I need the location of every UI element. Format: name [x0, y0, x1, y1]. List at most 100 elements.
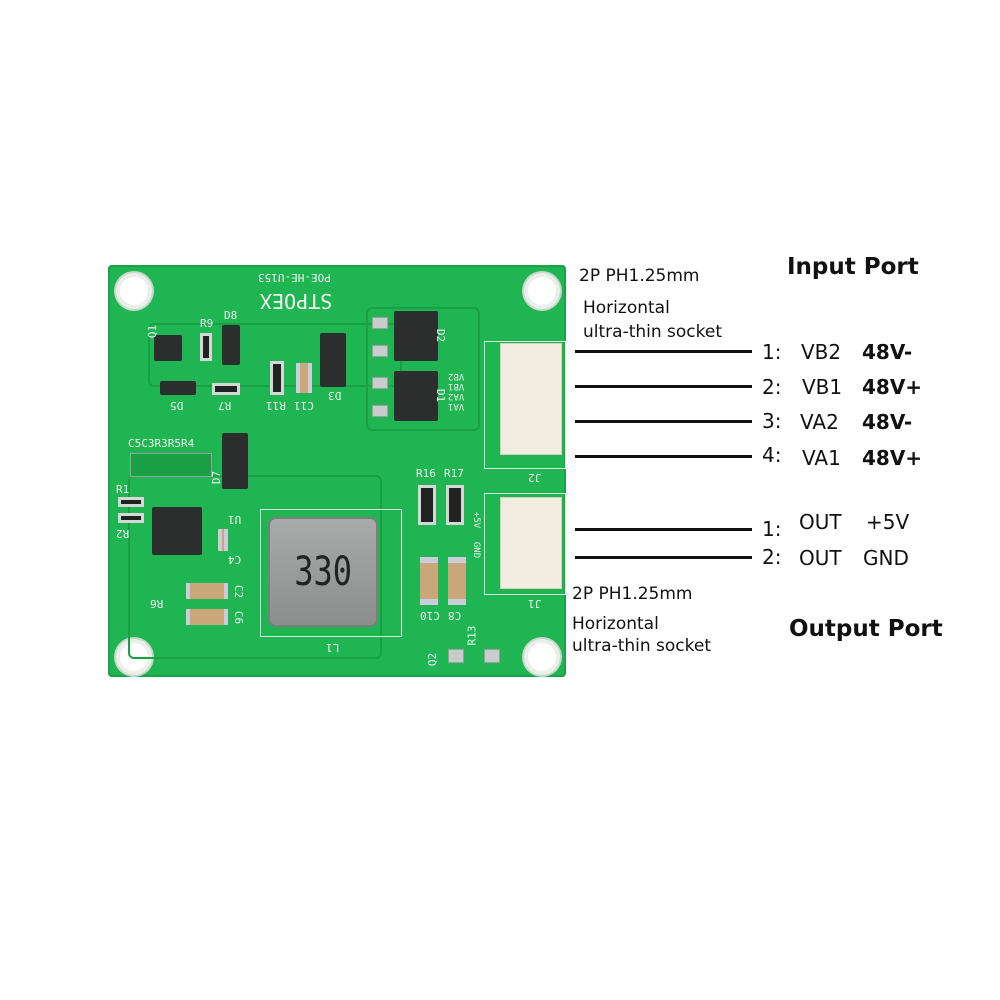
- pad: [372, 405, 388, 417]
- diode-d7: [222, 433, 248, 489]
- label-c2: C2: [232, 584, 246, 599]
- capacitor-c11: [296, 363, 312, 393]
- q2-pad: [484, 649, 500, 663]
- pin-leader-line: [575, 556, 752, 559]
- input-socket-desc-2: ultra-thin socket: [583, 322, 723, 342]
- label-c11: C11: [294, 399, 314, 412]
- pin-name: OUT: [799, 546, 842, 570]
- label-c8: C8: [448, 609, 462, 622]
- mounting-hole: [524, 273, 560, 309]
- model-silkscreen: POE-HE-U153: [258, 271, 331, 284]
- label-c5c3r3r5r4: C5C3R3R5R4: [128, 437, 195, 450]
- silk-5v: +5V: [471, 511, 482, 529]
- resistor-r2: [118, 513, 144, 523]
- label-d8: D8: [224, 309, 238, 322]
- pin-number: 2:: [762, 375, 782, 399]
- pin-name: VB1: [802, 375, 843, 399]
- pin-name: VB2: [801, 340, 842, 364]
- capacitor-c6: [186, 609, 228, 625]
- input-socket-desc-1: Horizontal: [583, 298, 670, 318]
- brand-silkscreen: STPOEX: [260, 289, 333, 313]
- pin-name: VA2: [800, 410, 839, 434]
- capacitor-c2: [186, 583, 228, 599]
- pin-number: 1:: [762, 340, 782, 364]
- pin-leader-line: [575, 528, 752, 531]
- inductor-outline: [260, 509, 402, 637]
- resistor-r16: [418, 485, 436, 525]
- label-r2: R2: [116, 527, 130, 540]
- resistor-r17: [446, 485, 464, 525]
- label-d7: D7: [210, 470, 224, 485]
- pin-number: 1:: [762, 517, 782, 541]
- label-d3: D3: [328, 389, 342, 402]
- silk-va1: VA1: [448, 401, 465, 411]
- diode-d3: [320, 333, 346, 387]
- silk-vb2: VB2: [448, 371, 465, 381]
- mounting-hole: [116, 273, 152, 309]
- label-j2: J2: [528, 471, 542, 484]
- diode-d5: [160, 381, 196, 395]
- resistor-r11: [270, 361, 284, 395]
- label-c10: C10: [420, 609, 440, 622]
- pin-value: GND: [863, 546, 909, 570]
- pin-voltage: 48V-: [862, 340, 913, 364]
- label-r6: R6: [150, 597, 164, 610]
- label-r9: R9: [200, 317, 214, 330]
- pin-voltage: 48V+: [862, 375, 923, 399]
- label-c4: C4: [228, 553, 242, 566]
- pin-number: 3:: [762, 409, 782, 433]
- output-connector-j1: [500, 497, 562, 589]
- mounting-hole: [524, 639, 560, 675]
- pin-leader-line: [575, 385, 752, 388]
- bridge-rectifier-d1: [394, 371, 438, 421]
- label-r1: R1: [116, 483, 130, 496]
- label-r7: R7: [218, 399, 232, 412]
- resistor-r7: [212, 383, 240, 395]
- capacitor-c10: [420, 557, 438, 605]
- label-r17: R17: [444, 467, 464, 480]
- smd-array: [130, 453, 212, 477]
- input-socket-spec: 2P PH1.25mm: [579, 266, 700, 286]
- bridge-rectifier-d2: [394, 311, 438, 361]
- q2-pad: [448, 649, 464, 663]
- output-socket-desc-1: Horizontal: [572, 614, 659, 634]
- pin-name: VA1: [802, 446, 841, 470]
- label-r11: R11: [266, 399, 286, 412]
- label-q1: Q1: [146, 324, 160, 339]
- label-d1: D1: [434, 388, 448, 403]
- transistor-q1: [154, 335, 182, 361]
- label-u1: U1: [228, 513, 242, 526]
- pin-leader-line: [575, 350, 752, 353]
- label-r16: R16: [416, 467, 436, 480]
- label-j1: J1: [528, 597, 542, 610]
- pin-value: +5V: [866, 510, 910, 534]
- label-d5: D5: [170, 399, 184, 412]
- label-d2: D2: [434, 328, 448, 343]
- resistor-r1: [118, 497, 144, 507]
- trace: [366, 307, 480, 431]
- pin-voltage: 48V-: [862, 410, 913, 434]
- pin-number: 4:: [762, 443, 782, 467]
- resistor-r9: [200, 333, 212, 361]
- output-port-title: Output Port: [789, 616, 943, 642]
- inductor-marking: 330: [294, 549, 352, 595]
- j2-outline: [484, 341, 566, 469]
- pin-name: OUT: [799, 510, 842, 534]
- pad: [372, 345, 388, 357]
- label-c6: C6: [232, 610, 246, 625]
- pin-voltage: 48V+: [862, 446, 923, 470]
- pad: [372, 377, 388, 389]
- j1-outline: [484, 493, 566, 595]
- silk-va2: VA2: [448, 391, 465, 401]
- pcb-board: POE-HE-U153 STPOEX Q1 R9 D8 D5 R7 R11 C1…: [108, 265, 566, 677]
- ic-u1: [152, 507, 202, 555]
- pin-leader-line: [575, 455, 752, 458]
- diode-d8: [222, 325, 240, 365]
- capacitor-c8: [448, 557, 466, 605]
- silk-vb1: VB1: [448, 381, 465, 391]
- pin-number: 2:: [762, 545, 782, 569]
- output-socket-spec: 2P PH1.25mm: [572, 584, 693, 604]
- input-port-title: Input Port: [787, 254, 919, 280]
- label-l1: L1: [326, 641, 340, 654]
- inductor-l1: 330: [268, 517, 378, 627]
